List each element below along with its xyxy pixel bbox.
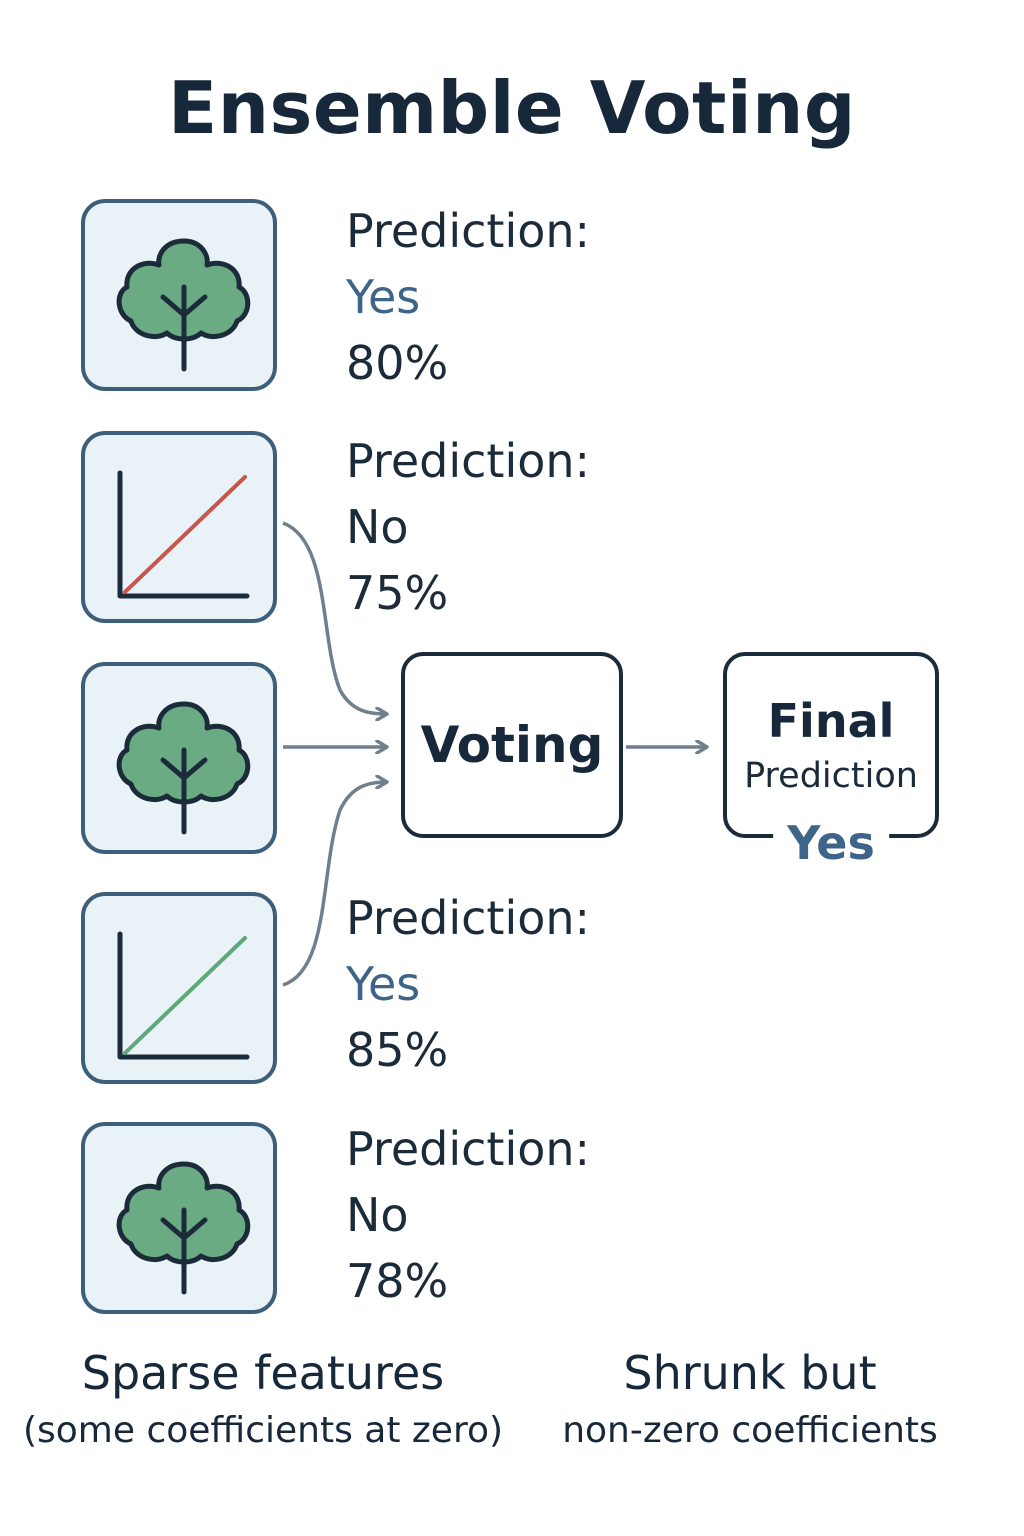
caption-left-sub: (some coefficients at zero) [22,1410,504,1451]
prediction-label: Prediction: [346,434,591,488]
page-title: Ensemble Voting [168,66,856,150]
tree-icon [116,701,251,835]
voting-label: Voting [420,716,604,774]
model-5-prediction: Prediction: No 78% [346,1116,590,1314]
prediction-confidence: 80% [346,336,449,390]
model-1-box [81,199,277,391]
caption-right-sub: non-zero coefficients [562,1410,938,1451]
prediction-value: No [346,1188,409,1242]
model-3-box [81,662,277,854]
prediction-value: No [346,500,409,554]
caption-left-main: Sparse features [81,1346,445,1400]
tree-icon [116,1161,251,1295]
model-1-prediction: Prediction: Yes 80% [346,198,590,396]
line-chart-icon [117,470,250,599]
prediction-label: Prediction: [346,891,591,945]
prediction-value: Yes [346,957,421,1011]
arrow-model-4-to-voting [282,782,386,987]
prediction-confidence: 85% [346,1023,449,1077]
tree-icon [116,238,251,372]
final-prediction-box: Final Prediction Yes [723,652,939,870]
model-2-prediction: Prediction: No 75% [346,428,590,626]
prediction-label: Prediction: [346,204,591,258]
voting-box: Voting [401,652,623,838]
caption-right: Shrunk but non-zero coefficients [540,1346,960,1451]
prediction-label: Prediction: [346,1122,591,1176]
caption-right-main: Shrunk but [623,1346,877,1400]
model-4-prediction: Prediction: Yes 85% [346,885,590,1083]
prediction-confidence: 78% [346,1254,449,1308]
prediction-value: Yes [346,270,421,324]
model-2-box [81,431,277,623]
model-5-box [81,1122,277,1314]
final-value: Yes [773,816,889,870]
prediction-confidence: 75% [346,566,449,620]
final-title: Final [767,694,895,748]
model-4-box [81,892,277,1084]
line-chart-icon [117,931,250,1060]
caption-left: Sparse features (some coefficients at ze… [20,1346,506,1451]
final-subtitle: Prediction [744,756,918,796]
arrow-model-2-to-voting [282,521,386,714]
